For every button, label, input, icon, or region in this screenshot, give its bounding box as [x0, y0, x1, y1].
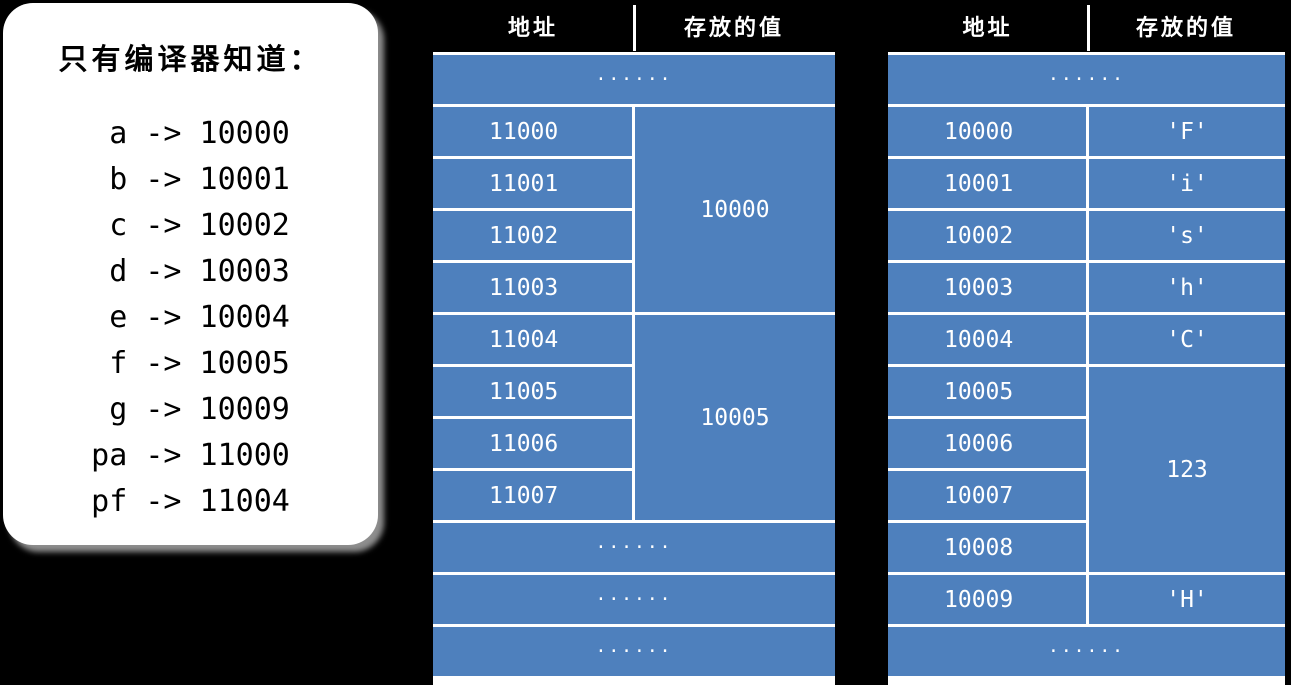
address-cell: 11003: [433, 263, 632, 312]
mapping-row: d -> 10003: [91, 254, 290, 289]
address-cell: 10003: [888, 263, 1086, 312]
address-cell: 10004: [888, 315, 1086, 364]
table-header: 地址 存放的值: [433, 0, 835, 52]
mapping-row: e -> 10004: [91, 300, 290, 335]
address-cell: 11005: [433, 367, 632, 416]
mapping-row: c -> 10002: [91, 208, 290, 243]
table-header: 地址 存放的值: [888, 0, 1285, 52]
header-value-label: 存放的值: [1135, 15, 1236, 41]
mapping-row: pa -> 11000: [91, 438, 290, 473]
value-cell: 'i': [1089, 159, 1285, 208]
ellipsis-row: ······: [433, 627, 835, 676]
merged-value-cell: 123: [1089, 367, 1285, 572]
variable-address-mapping-list: a -> 10000 b -> 10001 c -> 10002 d -> 10…: [3, 111, 378, 525]
address-cell: 11004: [433, 315, 632, 364]
table-body: ······10000'F'10001'i'10002's'10003'h'10…: [888, 52, 1285, 685]
mapping-row: b -> 10001: [91, 162, 290, 197]
ellipsis-row: ······: [888, 55, 1285, 104]
header-divider: [633, 5, 636, 51]
mapping-row: g -> 10009: [91, 392, 290, 427]
merged-value-cell: 10000: [635, 107, 835, 312]
address-cell: 10008: [888, 523, 1086, 572]
header-divider: [1087, 5, 1090, 51]
ellipsis-row: ······: [888, 627, 1285, 676]
address-cell: 10006: [888, 419, 1086, 468]
header-value-label: 存放的值: [683, 15, 784, 41]
ellipsis-row: ······: [433, 523, 835, 572]
ellipsis-row: ······: [433, 55, 835, 104]
heap-memory-table: 地址 存放的值 ······10000'F'10001'i'10002's'10…: [888, 0, 1285, 685]
compiler-note-card: 只有编译器知道： a -> 10000 b -> 10001 c -> 1000…: [3, 3, 378, 545]
address-cell: 11000: [433, 107, 632, 156]
header-address-label: 地址: [962, 15, 1013, 41]
ellipsis-row: ······: [433, 575, 835, 624]
address-cell: 10005: [888, 367, 1086, 416]
address-cell: 10000: [888, 107, 1086, 156]
address-cell: 10009: [888, 575, 1086, 624]
note-title: 只有编译器知道：: [58, 42, 323, 76]
value-cell: 'F': [1089, 107, 1285, 156]
value-cell: 'C': [1089, 315, 1285, 364]
mapping-row: pf -> 11004: [91, 484, 290, 519]
address-cell: 11006: [433, 419, 632, 468]
address-cell: 10007: [888, 471, 1086, 520]
merged-value-cell: 10005: [635, 315, 835, 520]
address-cell: 11001: [433, 159, 632, 208]
value-cell: 'h': [1089, 263, 1285, 312]
value-cell: 'H': [1089, 575, 1285, 624]
address-cell: 11007: [433, 471, 632, 520]
address-cell: 11002: [433, 211, 632, 260]
header-address-label: 地址: [507, 15, 558, 41]
mapping-row: a -> 10000: [91, 116, 290, 151]
mapping-row: f -> 10005: [91, 346, 290, 381]
value-cell: 's': [1089, 211, 1285, 260]
address-cell: 10002: [888, 211, 1086, 260]
address-cell: 10001: [888, 159, 1086, 208]
